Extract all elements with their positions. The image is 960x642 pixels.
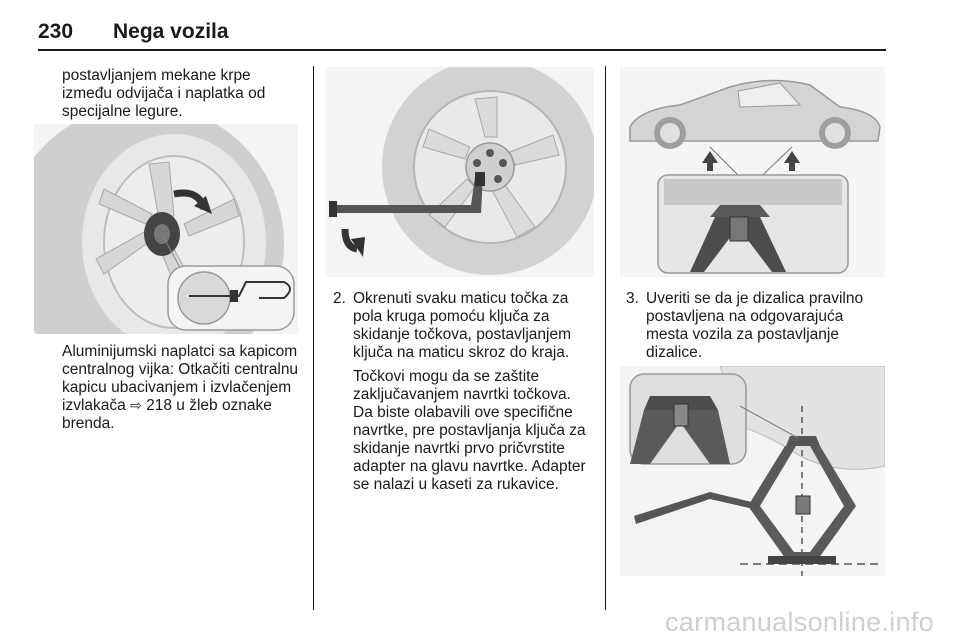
step-3-number: 3. bbox=[626, 290, 639, 307]
step-2-note: Točkovi mogu da se zaštite zaključavanje… bbox=[353, 368, 586, 493]
car-jack-points-illustration bbox=[620, 67, 885, 277]
header-rule bbox=[38, 49, 886, 51]
jack-placement-illustration bbox=[620, 366, 885, 576]
footer-watermark[interactable]: carmanualsonline.info bbox=[665, 607, 934, 637]
step-2-text: Okrenuti svaku maticu točka za pola krug… bbox=[353, 290, 571, 361]
step-3-text: Uveriti se da je dizalica pravilno posta… bbox=[646, 290, 864, 361]
column-divider-2 bbox=[605, 66, 606, 610]
reference-rest-text: 218 u žleb oznake brenda. bbox=[62, 397, 272, 432]
wheel-wrench-illustration bbox=[325, 67, 594, 277]
column-divider-1 bbox=[313, 66, 314, 610]
wheel-hubcap-illustration bbox=[34, 124, 298, 334]
reference-arrow-icon[interactable]: ⇨ bbox=[130, 398, 142, 414]
step-2: 2. Okrenuti svaku maticu točka za pola k… bbox=[333, 290, 595, 494]
hubcap-instruction-text: Aluminijumski naplatci sa kapicom centra… bbox=[62, 343, 299, 414]
chapter-title: Nega vozila bbox=[113, 20, 229, 43]
step-2-number: 2. bbox=[333, 290, 346, 307]
intro-text: postavljanjem mekane krpe između odvijač… bbox=[62, 67, 266, 120]
column-1-intro: postavljanjem mekane krpe između odvijač… bbox=[62, 67, 290, 121]
page-number: 230 bbox=[38, 20, 74, 43]
column-1-paragraph: Aluminijumski naplatci sa kapicom centra… bbox=[62, 343, 310, 433]
step-3: 3. Uveriti se da je dizalica pravilno po… bbox=[626, 290, 888, 362]
